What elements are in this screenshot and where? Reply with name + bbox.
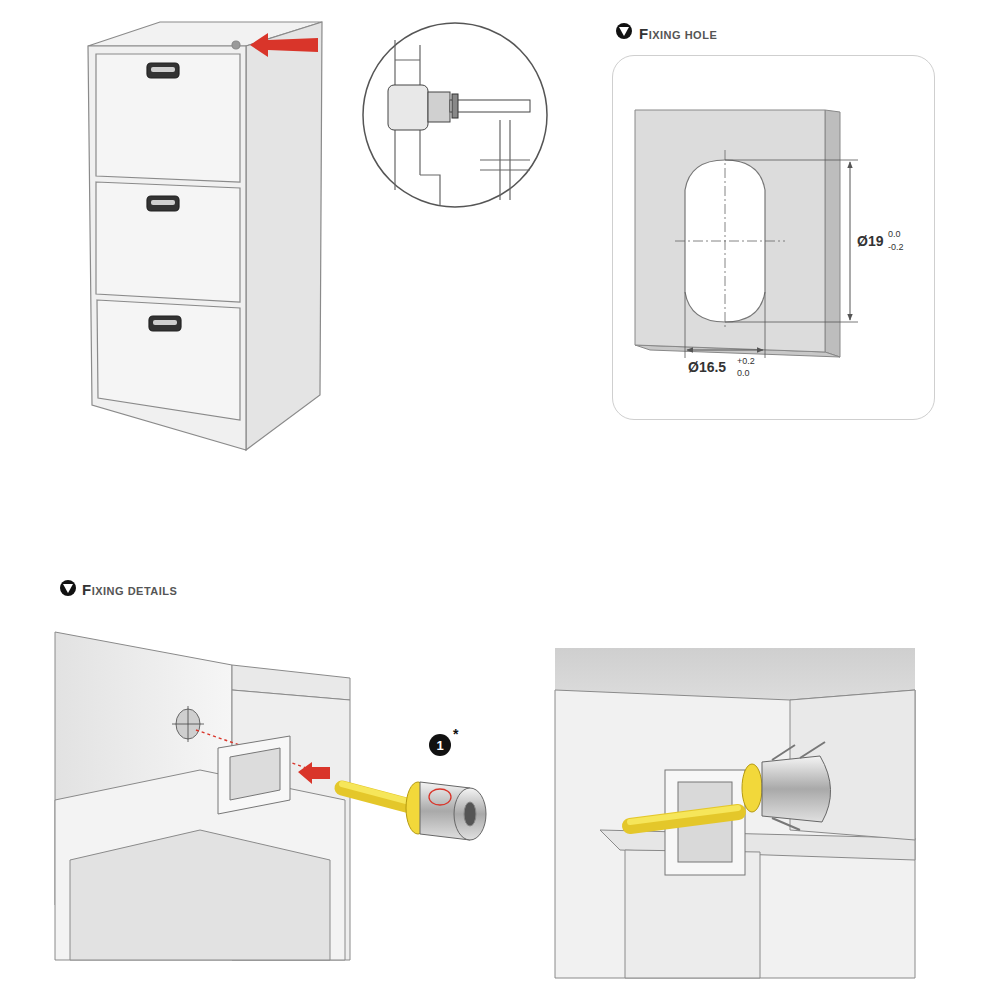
tolerance-lower: -0.2 — [888, 243, 904, 252]
panel-box: FIXING HOLE — [612, 55, 935, 420]
inset-lock — [388, 85, 428, 130]
tolerance-upper: 0.0 — [888, 230, 901, 239]
plate-edge — [825, 110, 840, 357]
icon-triangle — [619, 27, 629, 36]
dimension-label: Ø16.5 — [688, 360, 726, 374]
inset-lock — [428, 92, 450, 122]
dimension-line — [850, 162, 851, 320]
zoom-inset — [363, 23, 547, 207]
handle-opening — [151, 200, 175, 205]
icon-circle — [60, 580, 76, 596]
callout-circle — [429, 734, 451, 756]
dimension-line — [687, 350, 763, 351]
icon-circle — [616, 23, 632, 39]
section-heading: FIXING HOLE — [639, 25, 717, 42]
drawer-box — [55, 770, 345, 960]
lock-nut — [742, 764, 762, 812]
drawer-handle — [147, 196, 179, 211]
callout-mark: * — [453, 727, 458, 741]
cabinet-front — [88, 46, 246, 450]
drawer-handle — [149, 316, 181, 331]
keyway — [464, 802, 476, 826]
drawer — [96, 54, 240, 182]
detail-circle — [429, 789, 451, 805]
drawer-box — [70, 830, 330, 960]
tolerance-lower: 0.0 — [737, 369, 750, 378]
dimension-label: Ø19 — [857, 234, 883, 248]
section-heading: FIXING DETAILS — [82, 582, 177, 597]
slot-plate — [218, 736, 290, 814]
room-background — [555, 648, 915, 978]
callout-number: 1 — [436, 739, 443, 752]
drawer-handle — [147, 63, 179, 78]
section-icon — [616, 23, 632, 39]
lock-body — [762, 756, 831, 822]
insertion-view — [55, 632, 486, 960]
lock-hole — [232, 41, 240, 49]
cam-rod — [630, 808, 738, 822]
icon-triangle — [63, 584, 73, 593]
cabinet-inner-wall — [555, 690, 915, 978]
handle-opening — [153, 320, 177, 325]
drawer — [97, 300, 240, 420]
inset-nut — [452, 94, 458, 118]
drawer — [96, 182, 240, 302]
centre-lines — [675, 150, 785, 330]
plate-face — [635, 110, 825, 352]
cam-rod — [342, 784, 410, 802]
inset-cam — [450, 100, 530, 112]
fixing-plate — [635, 110, 858, 358]
red-arrow — [298, 762, 330, 784]
section-icon — [60, 580, 76, 596]
plate-slot — [230, 748, 280, 800]
inset-circle — [363, 23, 547, 207]
centre-lines — [172, 706, 204, 742]
handle-opening — [151, 67, 175, 72]
installed-view — [555, 648, 915, 978]
cabinet-side — [246, 22, 322, 450]
lock-face — [454, 788, 486, 840]
extension-lines — [685, 160, 858, 358]
filing-cabinet — [88, 22, 322, 450]
red-arrow — [250, 33, 318, 57]
tolerance-upper: +0.2 — [737, 357, 755, 366]
lock-clips — [772, 742, 825, 830]
